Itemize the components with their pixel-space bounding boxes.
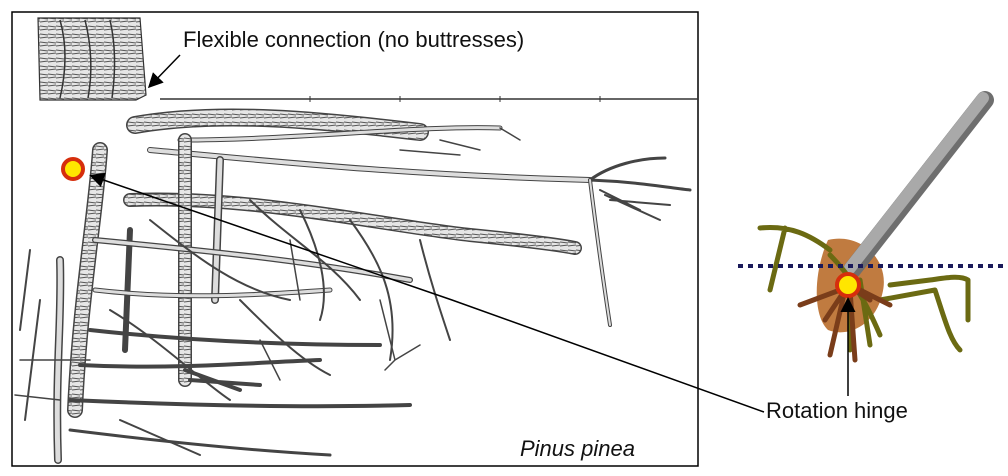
rotation-schematic (738, 98, 1006, 396)
rotation-hinge-label: Rotation hinge (766, 398, 908, 424)
trunk-illustration (38, 18, 146, 100)
rotation-hinge-dot (837, 274, 859, 296)
flexible-connection-label: Flexible connection (no buttresses) (183, 27, 524, 53)
species-label: Pinus pinea (520, 436, 635, 462)
hinge-location-dot (63, 159, 83, 179)
